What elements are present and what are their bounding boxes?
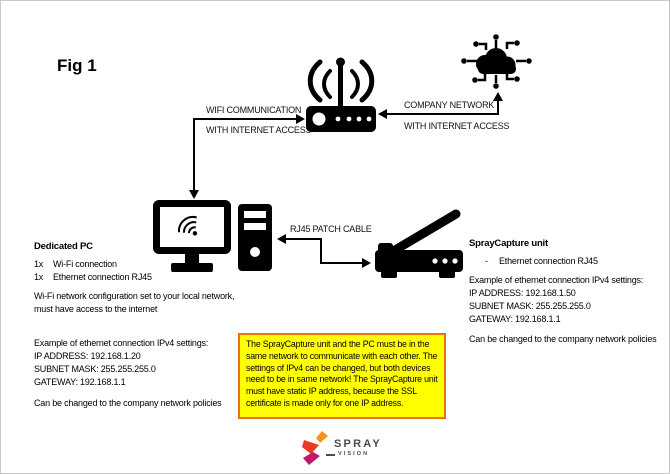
connection-label: Ethernet connection RJ45 (53, 272, 152, 282)
wifi-router-icon (306, 57, 376, 132)
connection-label: Wi-Fi connection (53, 259, 117, 269)
connection-label: Ethernet connection RJ45 (499, 256, 598, 266)
logo-subword: VISION (338, 451, 370, 457)
sprayvision-logo-icon (302, 431, 328, 465)
pc-wifi-note-line2: must have access to the internet (34, 304, 158, 314)
pc-policy-note: Can be changed to the company network po… (34, 398, 222, 408)
wifi-signal-icon (178, 216, 198, 236)
desktop-pc-icon (153, 200, 231, 272)
figure-title: Fig 1 (57, 56, 97, 75)
wifi-arrow-label-line2: WITH INTERNET ACCESS (206, 125, 312, 135)
spraycapture-title: SprayCapture unit (469, 238, 548, 249)
pc-connection-row: 1x Wi-Fi connection (34, 259, 117, 269)
spraycapture-gateway: GATEWAY: 192.168.1.1 (469, 314, 561, 324)
pc-ipv4-heading: Example of ethernet connection IPv4 sett… (34, 338, 209, 348)
wifi-communication-arrow (189, 114, 305, 199)
spraycapture-ipv4-heading: Example of ethernet connection IPv4 sett… (469, 275, 644, 285)
spraycapture-policy-note: Can be changed to the company network po… (469, 334, 657, 344)
company-network-cloud-icon (461, 34, 532, 89)
spraycapture-connection-row: - Ethernet connection RJ45 (485, 256, 598, 266)
spraycapture-unit-icon (375, 209, 463, 278)
pc-wifi-note-line1: Wi-Fi network configuration set to your … (34, 291, 235, 301)
dedicated-pc-title: Dedicated PC (34, 241, 93, 252)
spraycapture-ip-address: IP ADDRESS: 192.168.1.50 (469, 288, 576, 298)
company-arrow-label-line1: COMPANY NETWORK (404, 100, 495, 110)
pc-connection-row: 1x Ethernet connection RJ45 (34, 272, 152, 282)
warning-note-box: The SprayCapture unit and the PC must be… (238, 333, 446, 419)
connection-qty: 1x (34, 259, 44, 269)
logo-word: SPRAY (334, 438, 382, 450)
spraycapture-subnet-mask: SUBNET MASK: 255.255.255.0 (469, 301, 591, 311)
company-arrow-label-line2: WITH INTERNET ACCESS (404, 121, 510, 131)
pc-tower-icon (238, 204, 272, 271)
pc-ip-address: IP ADDRESS: 192.168.1.20 (34, 351, 141, 361)
connection-qty: 1x (34, 272, 44, 282)
pc-gateway: GATEWAY: 192.168.1.1 (34, 377, 126, 387)
company-network-arrow (378, 92, 503, 119)
logo-dash (326, 454, 335, 456)
connection-bullet: - (485, 256, 488, 266)
wifi-arrow-label-line1: WIFI COMMUNICATION (206, 105, 302, 115)
rj45-cable-label: RJ45 PATCH CABLE (290, 224, 372, 234)
rj45-patch-cable-arrow (277, 234, 371, 268)
pc-subnet-mask: SUBNET MASK: 255.255.255.0 (34, 364, 156, 374)
